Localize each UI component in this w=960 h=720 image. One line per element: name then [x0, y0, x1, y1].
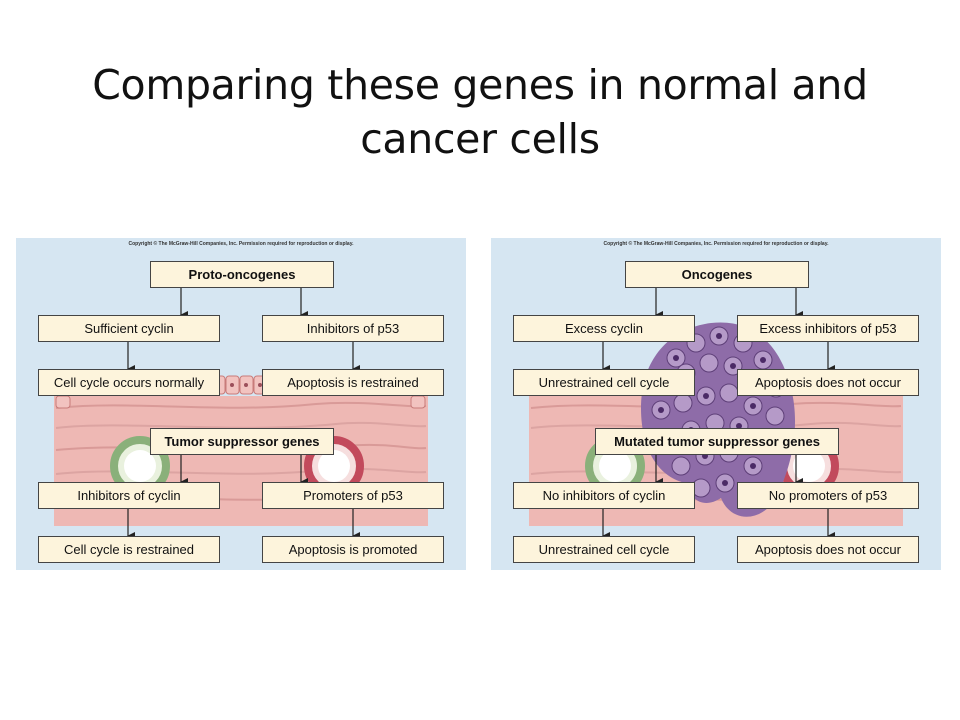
slide-title-line2: cancer cells: [360, 115, 600, 163]
copyright-note: Copyright © The McGraw-Hill Companies, I…: [603, 241, 829, 247]
apoptosis-does-not-occur-box: Apoptosis does not occur: [737, 369, 919, 396]
proto-oncogenes-box: Proto-oncogenes: [150, 261, 334, 288]
slide-title-line1: Comparing these genes in normal and: [92, 61, 868, 109]
slide-title: Comparing these genes in normal and canc…: [0, 58, 960, 166]
unrestrained-cell-cycle-box: Unrestrained cell cycle: [513, 369, 695, 396]
mutated-tumor-suppressor-genes-box: Mutated tumor suppressor genes: [595, 428, 839, 455]
inhibitors-of-p53-box: Inhibitors of p53: [262, 315, 444, 342]
excess-cyclin-box: Excess cyclin: [513, 315, 695, 342]
promoters-of-p53-box: Promoters of p53: [262, 482, 444, 509]
apoptosis-does-not-occur-final-box: Apoptosis does not occur: [737, 536, 919, 563]
apoptosis-restrained-box: Apoptosis is restrained: [262, 369, 444, 396]
apoptosis-promoted-box: Apoptosis is promoted: [262, 536, 444, 563]
copyright-note: Copyright © The McGraw-Hill Companies, I…: [128, 241, 354, 247]
cell-cycle-restrained-box: Cell cycle is restrained: [38, 536, 220, 563]
cancer-cell-diagram: Copyright © The McGraw-Hill Companies, I…: [491, 238, 941, 570]
unrestrained-cell-cycle-final-box: Unrestrained cell cycle: [513, 536, 695, 563]
cell-cycle-normal-box: Cell cycle occurs normally: [38, 369, 220, 396]
normal-cell-diagram: Copyright © The McGraw-Hill Companies, I…: [16, 238, 466, 570]
inhibitors-of-cyclin-box: Inhibitors of cyclin: [38, 482, 220, 509]
no-inhibitors-of-cyclin-box: No inhibitors of cyclin: [513, 482, 695, 509]
tumor-suppressor-genes-box: Tumor suppressor genes: [150, 428, 334, 455]
excess-inhibitors-of-p53-box: Excess inhibitors of p53: [737, 315, 919, 342]
sufficient-cyclin-box: Sufficient cyclin: [38, 315, 220, 342]
no-promoters-of-p53-box: No promoters of p53: [737, 482, 919, 509]
oncogenes-box: Oncogenes: [625, 261, 809, 288]
